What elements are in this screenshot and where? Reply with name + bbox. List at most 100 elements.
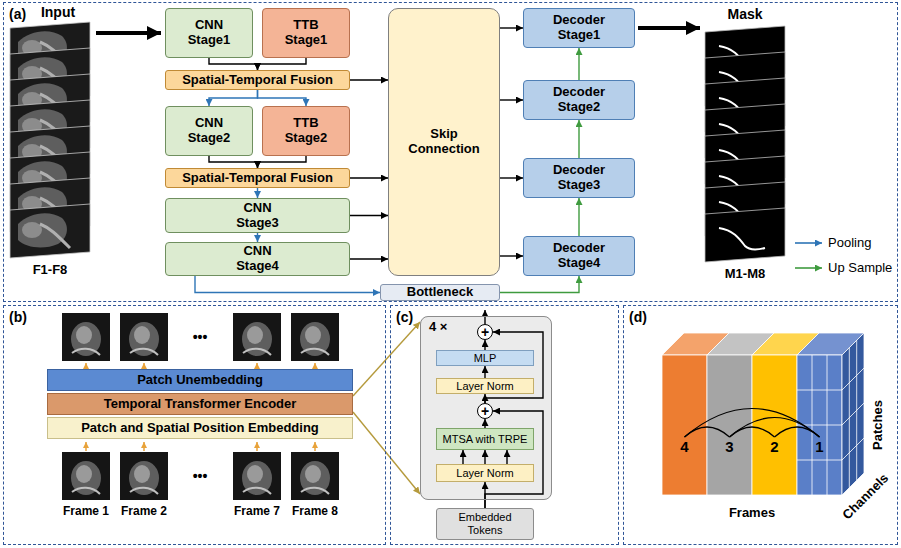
ttb-stage-box: TTB Stage1 — [262, 8, 350, 58]
label-holder: Patches — [871, 400, 886, 450]
label-holder: 3 — [725, 438, 733, 455]
connector — [195, 276, 380, 293]
figure-label: Channels — [840, 471, 892, 523]
connector — [350, 258, 388, 259]
connector — [500, 177, 523, 178]
label-holder: 1 — [815, 438, 823, 455]
cnn-stage-box: CNN Stage2 — [165, 106, 253, 156]
connector — [257, 188, 258, 198]
label-holder: Input — [41, 4, 75, 20]
ttb-stage-box: TTB Stage2 — [262, 106, 350, 156]
figure-label: ••• — [193, 468, 208, 484]
figure-label: Frame 8 — [292, 505, 338, 519]
box-label: Decoder Stage3 — [547, 163, 612, 193]
token-box: Embedded Tokens — [436, 508, 534, 540]
connector — [484, 419, 485, 428]
box-label: CNN Stage1 — [182, 18, 237, 48]
box-label: Spatial-Temporal Fusion — [182, 73, 333, 88]
embedding-bar: Patch and Spatial Position Embedding — [47, 417, 353, 439]
connector — [350, 79, 388, 80]
box-label: MLP — [474, 352, 497, 365]
attention-arcs — [685, 409, 820, 438]
figure-label: M1-M8 — [725, 267, 765, 282]
connector — [578, 120, 579, 158]
box-label: 4 × — [429, 320, 447, 335]
label-holder: ••• — [193, 468, 208, 484]
connector — [484, 340, 485, 350]
connector — [500, 27, 523, 28]
connector — [500, 255, 523, 256]
figure-label: F1-F8 — [33, 263, 68, 278]
box-label: MTSA with TRPE — [443, 433, 528, 446]
mask-frames — [705, 26, 785, 262]
connector — [258, 90, 307, 106]
connector — [506, 450, 507, 464]
label-holder: 2 — [770, 438, 778, 455]
connector — [353, 322, 420, 396]
box-label: Spatial-Temporal Fusion — [182, 171, 333, 186]
connector — [258, 156, 307, 168]
label-holder: Frame 1 — [63, 505, 109, 519]
skip-connection-box: Skip Connection — [388, 8, 500, 276]
encoder-output-arrow — [484, 310, 485, 324]
connector — [350, 215, 388, 216]
box-label: Embedded Tokens — [450, 511, 520, 536]
connector — [350, 177, 388, 178]
decoder-stage-box: Decoder Stage1 — [523, 8, 635, 48]
box-label: Skip Connection — [402, 127, 487, 157]
mlp-box: MLP — [436, 350, 534, 366]
box-label: TTB Stage2 — [279, 116, 334, 146]
encoder-block-fill — [420, 316, 552, 500]
label-holder: ••• — [193, 329, 208, 345]
encoder-bar: Temporal Transformer Encoder — [47, 393, 353, 415]
connector — [578, 48, 579, 80]
connector — [462, 450, 463, 464]
connector — [209, 156, 258, 168]
connector — [484, 366, 485, 378]
figure-label: Frame 2 — [121, 505, 167, 519]
input-frames — [10, 22, 90, 258]
box-label: Layer Norm — [456, 380, 513, 393]
box-label: TTB Stage1 — [279, 18, 334, 48]
label-holder: M1-M8 — [725, 267, 765, 282]
panel-tag: (a) — [9, 6, 26, 22]
panel-tag: (c) — [396, 309, 413, 325]
panel-tag: (b) — [9, 309, 27, 325]
legend-entry: Up Sample — [828, 261, 892, 276]
label-holder: Mask — [727, 6, 762, 22]
add-circle: + — [477, 403, 493, 419]
figure-label: ••• — [193, 329, 208, 345]
panel: (a) CNN Stage1 TTB Stage1Spatial-Temporal … — [3, 2, 898, 302]
figure-label: Frames — [729, 506, 775, 521]
box-label: + — [481, 325, 489, 339]
decoder-stage-box: Decoder Stage2 — [523, 80, 635, 120]
figure-label: Frame 1 — [63, 505, 109, 519]
box-label: Bottleneck — [407, 285, 473, 300]
unembedding-bar: Patch Unembedding — [47, 369, 353, 391]
box-label: Patch Unembedding — [137, 373, 263, 388]
figure-label: Mask — [727, 6, 762, 22]
decoder-stage-box: Decoder Stage4 — [523, 236, 635, 276]
label-holder: Frame 8 — [292, 505, 338, 519]
connector — [485, 411, 543, 508]
box-label: Patch and Spatial Position Embedding — [81, 421, 319, 436]
label-holder: 4 — [680, 438, 688, 455]
legend-label: Pooling — [828, 236, 871, 251]
box-label: Decoder Stage1 — [547, 13, 612, 43]
decoder-stage-box: Decoder Stage3 — [523, 158, 635, 198]
figure-label: Frame 7 — [234, 505, 280, 519]
connector — [578, 198, 579, 236]
cnn-stage-box: CNN Stage4 — [165, 242, 350, 276]
figure-label: Patches — [871, 400, 886, 450]
panel: (c)4 ×+MLPLayer Norm+MTSA with TRPELayer… — [390, 305, 619, 545]
box-label: + — [481, 404, 489, 418]
box-label: Decoder Stage2 — [547, 85, 612, 115]
connector — [500, 276, 579, 293]
figure-label: Input — [41, 4, 75, 20]
norm-box: Layer Norm — [436, 378, 534, 394]
box-label: CNN Stage3 — [230, 201, 285, 231]
input-arrow — [96, 31, 161, 35]
connector — [209, 58, 258, 70]
label-holder: Channels — [840, 471, 892, 523]
figure-label: 2 — [770, 438, 778, 455]
